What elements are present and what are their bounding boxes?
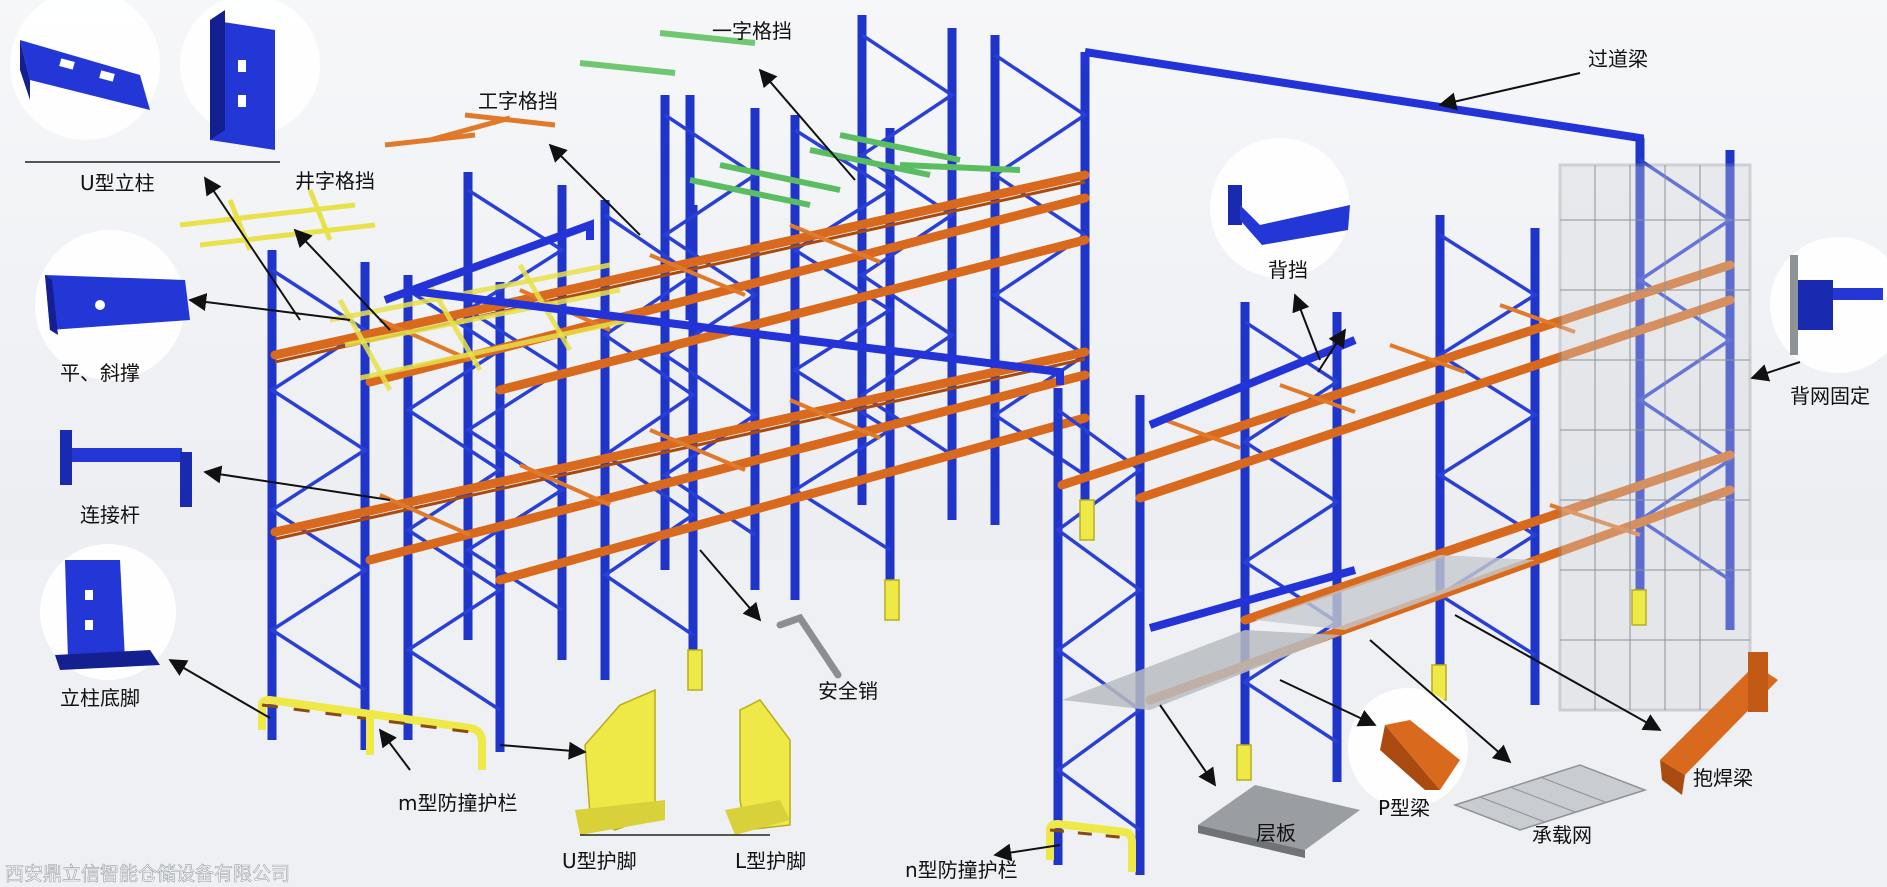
mesh-deck	[1255, 555, 1535, 630]
green-line-grids	[689, 132, 1021, 208]
line-grid-part	[659, 30, 756, 46]
connector-thumb	[60, 430, 192, 507]
brace-thumb	[45, 275, 190, 335]
cross-grid-part	[179, 189, 376, 251]
label-u-foot-guard: U型护脚	[562, 849, 637, 873]
safety-pin-part	[776, 613, 842, 679]
shelf-plate-part	[1198, 785, 1360, 858]
label-line-grid: 一字格挡	[712, 19, 792, 43]
m-guard-rail	[258, 695, 486, 770]
line-grid-part-2	[579, 60, 676, 76]
label-connector: 连接杆	[80, 503, 140, 527]
back-mesh-fix-thumb	[1790, 255, 1883, 355]
label-back-stop: 背挡	[1268, 258, 1308, 282]
label-i-grid: 工字格挡	[478, 89, 558, 113]
label-safety-pin: 安全销	[818, 679, 878, 703]
label-m-guard: m型防撞护栏	[398, 791, 517, 815]
upright-foot-guards	[687, 499, 1647, 781]
weld-beam-part	[1660, 652, 1778, 795]
floor	[0, 560, 1887, 887]
n-guard-rail	[1046, 819, 1136, 872]
u-foot-guard-part	[575, 688, 665, 835]
shelf-deck	[1062, 630, 1340, 710]
back-stop-thumb-bg	[1210, 138, 1350, 278]
label-load-mesh: 承载网	[1532, 823, 1592, 847]
label-u-upright: U型立柱	[80, 171, 155, 195]
label-aisle-beam: 过道梁	[1588, 47, 1648, 71]
label-back-mesh-fix: 背网固定	[1790, 384, 1870, 408]
right-rack-braces	[1055, 158, 1734, 832]
base-plate-thumb	[55, 560, 160, 670]
u-upright-thumb	[20, 10, 275, 150]
label-n-guard: n型防撞护栏	[905, 858, 1018, 882]
l-foot-guard-part	[725, 699, 791, 835]
label-brace: 平、斜撑	[60, 361, 140, 385]
callout-arrows	[168, 68, 1801, 862]
label-p-beam: P型梁	[1378, 796, 1430, 820]
back-mesh	[1558, 163, 1752, 712]
label-base-plate: 立柱底脚	[60, 686, 140, 710]
i-grid-part	[384, 112, 556, 148]
p-beam-part	[1380, 720, 1460, 790]
label-shelf-plate: 层板	[1256, 821, 1296, 845]
label-cross-grid: 井字格挡	[295, 169, 375, 193]
left-rack-beams	[270, 170, 1090, 585]
label-l-foot-guard: L型护脚	[735, 849, 806, 873]
company-watermark: 西安鼎立信智能仓储设备有限公司	[5, 863, 290, 885]
load-mesh-part	[1452, 764, 1648, 831]
yellow-grid-panels	[329, 262, 631, 392]
label-weld-beam: 抱焊梁	[1693, 766, 1753, 790]
back-stop-thumb	[1228, 185, 1350, 245]
